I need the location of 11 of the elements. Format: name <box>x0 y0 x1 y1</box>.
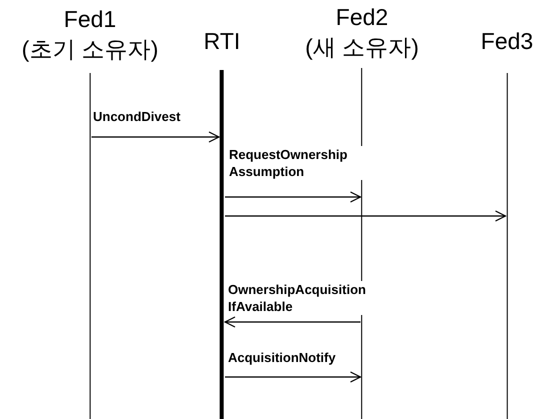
participant-role: (초기 소유자) <box>22 35 158 64</box>
participant-role: (새 소유자) <box>305 33 419 62</box>
message-arrow <box>92 131 220 143</box>
message-arrow <box>225 210 506 222</box>
participant-name: RTI <box>204 27 240 56</box>
message-arrow <box>225 371 362 383</box>
participant-name: Fed1 <box>62 5 118 34</box>
participant-name: Fed2 <box>334 3 390 32</box>
message-arrow <box>225 191 362 203</box>
message-arrow <box>224 316 360 328</box>
participant-name: Fed3 <box>480 27 534 56</box>
